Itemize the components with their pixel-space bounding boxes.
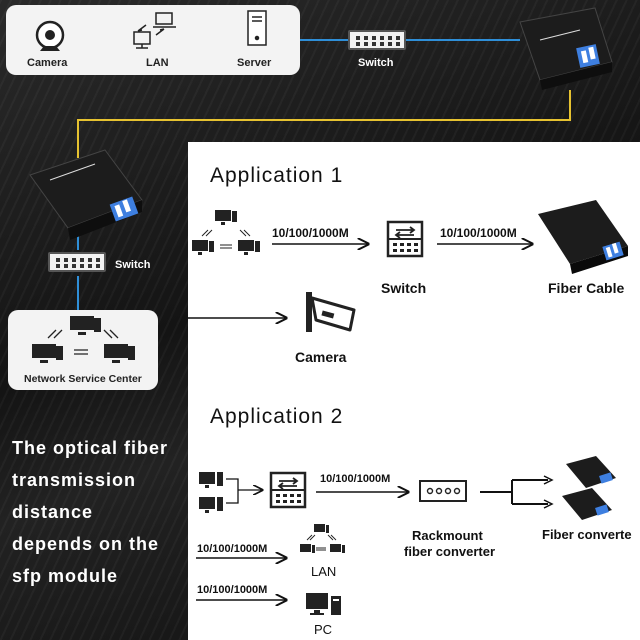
app1-camera-label: Camera xyxy=(295,349,347,365)
app1-switch-label: Switch xyxy=(381,280,427,296)
app2-switch-icon xyxy=(269,471,307,509)
caption-line: sfp module xyxy=(12,566,119,586)
server-label: Server xyxy=(237,57,272,69)
caption-line: depends on the xyxy=(12,534,160,554)
fiber-converter-icon-1 xyxy=(566,456,616,488)
caption-line: The optical fiber xyxy=(12,438,169,458)
network-center-icons xyxy=(32,316,135,363)
app1-fiber-module-icon xyxy=(538,200,628,274)
app2-speed-pc: 10/100/1000M xyxy=(197,584,268,596)
app1-speed-2: 10/100/1000M xyxy=(440,226,517,240)
network-service-center-card: Network Service Center xyxy=(8,310,158,390)
app1-fiber-label: Fiber Cable xyxy=(548,280,625,296)
caption-line: transmission xyxy=(12,470,137,490)
rack-label-2: fiber converter xyxy=(404,544,496,559)
app1-lan-cluster-icon xyxy=(192,210,260,255)
app2-speed-1: 10/100/1000M xyxy=(320,473,391,485)
sfp-module-icon-left xyxy=(29,149,143,240)
app2-pc-label: PC xyxy=(314,622,333,637)
app2-speed-lan: 10/100/1000M xyxy=(197,543,268,555)
fiber-converter-label: Fiber converte xyxy=(542,527,632,542)
network-center-label: Network Service Center xyxy=(24,373,142,385)
app2-lan-label: LAN xyxy=(311,564,337,579)
left-switch-label: Switch xyxy=(115,259,151,271)
cctv-camera-icon xyxy=(306,292,356,332)
app2-lan-cluster-icon xyxy=(300,524,345,553)
rack-label-1: Rackmount xyxy=(412,528,483,543)
webcam-icon xyxy=(35,20,65,51)
left-switch-icon xyxy=(48,252,106,272)
caption-line: distance xyxy=(12,502,94,522)
top-device-card: Camera LAN Server xyxy=(6,5,300,75)
top-card-icons xyxy=(35,10,267,51)
distance-caption: The optical fiber transmission distance … xyxy=(12,432,192,592)
fiber-converter-icon-2 xyxy=(562,488,612,520)
server-icon xyxy=(247,10,267,46)
app1-switch-icon xyxy=(386,220,424,258)
app1-title: Application 1 xyxy=(210,164,344,187)
lan-icon xyxy=(133,12,176,49)
app1-speed-1: 10/100/1000M xyxy=(272,226,349,240)
top-switch-label: Switch xyxy=(358,57,394,69)
app2-computers-icon xyxy=(199,472,223,513)
top-switch-icon xyxy=(348,30,406,50)
lan-label: LAN xyxy=(146,57,169,69)
rackmount-converter-icon xyxy=(419,480,467,502)
pc-icon xyxy=(306,593,341,615)
camera-label: Camera xyxy=(27,57,68,69)
app2-title: Application 2 xyxy=(210,405,344,428)
sfp-module-icon-top xyxy=(519,7,613,90)
